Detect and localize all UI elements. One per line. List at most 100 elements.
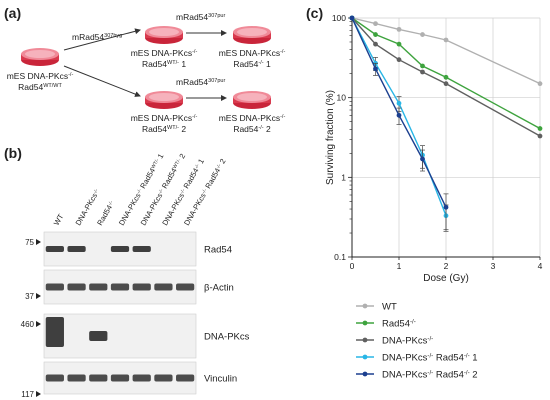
data-point	[349, 15, 355, 21]
blot-label: DNA-PKcs	[204, 332, 250, 343]
arrow-parent-to-bottom	[63, 65, 141, 97]
data-point	[537, 133, 543, 139]
marker-arrow	[36, 239, 41, 245]
marker-117: 117	[21, 390, 34, 399]
series-line	[351, 17, 541, 85]
band	[67, 374, 86, 382]
band	[45, 283, 64, 291]
band	[89, 374, 108, 382]
lane-label-3: Rad54-/-	[95, 199, 116, 227]
series-5	[349, 15, 449, 231]
data-point	[396, 112, 402, 118]
band	[89, 331, 108, 341]
blot-label: Vinculin	[204, 374, 237, 385]
parent-label-line1: mES DNA-PKcs-/-	[7, 71, 74, 81]
data-point	[396, 100, 402, 106]
end-bottom-label-line1: mES DNA-PKcs-/-	[219, 113, 286, 123]
arrow3-label: mRad54307pur	[176, 77, 225, 87]
blot--actin: β-Actin	[43, 269, 234, 305]
legend-item-5: DNA-PKcs-/- Rad54-/- 2	[382, 369, 478, 381]
marker-arrow	[36, 293, 41, 299]
band	[176, 283, 195, 291]
band	[45, 317, 64, 347]
blot-rad54: Rad54 75 37	[25, 231, 232, 301]
error-bar	[443, 193, 449, 231]
blot-label: β-Actin	[204, 283, 234, 294]
data-point	[443, 204, 449, 210]
data-point	[443, 37, 449, 43]
x-tick-label: 3	[491, 261, 496, 271]
end-top-label-line1: mES DNA-PKcs-/-	[219, 48, 286, 58]
x-tick-label: 4	[538, 261, 543, 271]
series-line	[351, 17, 541, 130]
band	[132, 246, 151, 252]
x-axis-label: Dose (Gy)	[423, 273, 469, 284]
data-point	[420, 32, 425, 37]
band	[176, 374, 195, 382]
parent-label-line2: Rad54WT/WT	[18, 82, 62, 92]
legend-item-1: WT	[382, 302, 397, 313]
band	[110, 283, 130, 291]
y-tick-label: 1	[341, 172, 346, 182]
band	[45, 246, 64, 252]
end-top-label-line2: Rad54-/- 1	[233, 59, 271, 69]
data-point	[396, 26, 402, 32]
arrow1-label: mRad54307hyg	[72, 32, 122, 42]
y-tick-label: 100	[332, 13, 346, 23]
data-point	[373, 66, 378, 72]
data-point	[443, 81, 449, 87]
blot-vinculin: Vinculin 117	[21, 361, 237, 399]
end-bottom-label-line2: Rad54-/- 2	[233, 124, 271, 134]
data-point	[373, 41, 378, 47]
band	[67, 283, 86, 291]
series-line	[351, 17, 541, 137]
panel-label-c: (c)	[306, 5, 323, 21]
band	[45, 374, 64, 382]
band	[132, 283, 151, 291]
data-point	[420, 69, 425, 75]
data-point	[396, 57, 402, 63]
arrow2-label: mRad54307pur	[176, 12, 225, 22]
mid-bottom-label-line2: Rad54WT/- 2	[142, 124, 186, 134]
mid-top-label-line1: mES DNA-PKcs-/-	[131, 48, 198, 58]
y-tick-label: 10	[337, 93, 347, 103]
y-tick-label: 0.1	[334, 252, 346, 262]
lane-label-7: DNA-PKcs-/- Rad54-/- 2	[182, 157, 228, 227]
band	[154, 374, 173, 382]
legend-item-3: DNA-PKcs-/-	[382, 335, 433, 347]
mid-top-label-line2: Rad54WT/- 1	[142, 59, 186, 69]
x-tick-label: 0	[350, 261, 355, 271]
y-axis-label: Surviving fraction (%)	[325, 90, 336, 185]
culture-dish-mid-top	[145, 26, 183, 44]
blot-label: Rad54	[204, 245, 232, 256]
culture-dish-parent	[21, 48, 59, 66]
x-tick-label: 1	[397, 261, 402, 271]
panel-label-b: (b)	[4, 145, 22, 161]
marker-460: 460	[21, 320, 35, 329]
chart-legend: WT Rad54-/- DNA-PKcs-/- DNA-PKcs-/- Rad54-/…	[356, 302, 478, 381]
band	[132, 374, 151, 382]
data-point	[420, 63, 425, 69]
legend-item-4: DNA-PKcs-/- Rad54-/- 1	[382, 352, 478, 364]
culture-dish-mid-bottom	[145, 91, 183, 109]
data-point	[396, 41, 402, 47]
band	[67, 246, 86, 252]
lane-label-1: WT	[52, 212, 66, 227]
band	[110, 374, 130, 382]
blot-dna-pkcs: DNA-PKcs 460	[21, 313, 250, 359]
marker-37: 37	[25, 292, 34, 301]
marker-arrow	[36, 321, 41, 327]
culture-dish-end-top	[233, 26, 271, 44]
marker-75: 75	[25, 238, 34, 247]
panel-label-a: (a)	[4, 5, 21, 21]
marker-arrow	[36, 391, 41, 397]
lane-label-4: DNA-PKcs-/- Rad54WT/- 1	[117, 152, 166, 227]
data-point	[420, 156, 425, 162]
legend-item-2: Rad54-/-	[382, 318, 416, 330]
x-tick-label: 2	[444, 261, 449, 271]
band	[154, 283, 173, 291]
